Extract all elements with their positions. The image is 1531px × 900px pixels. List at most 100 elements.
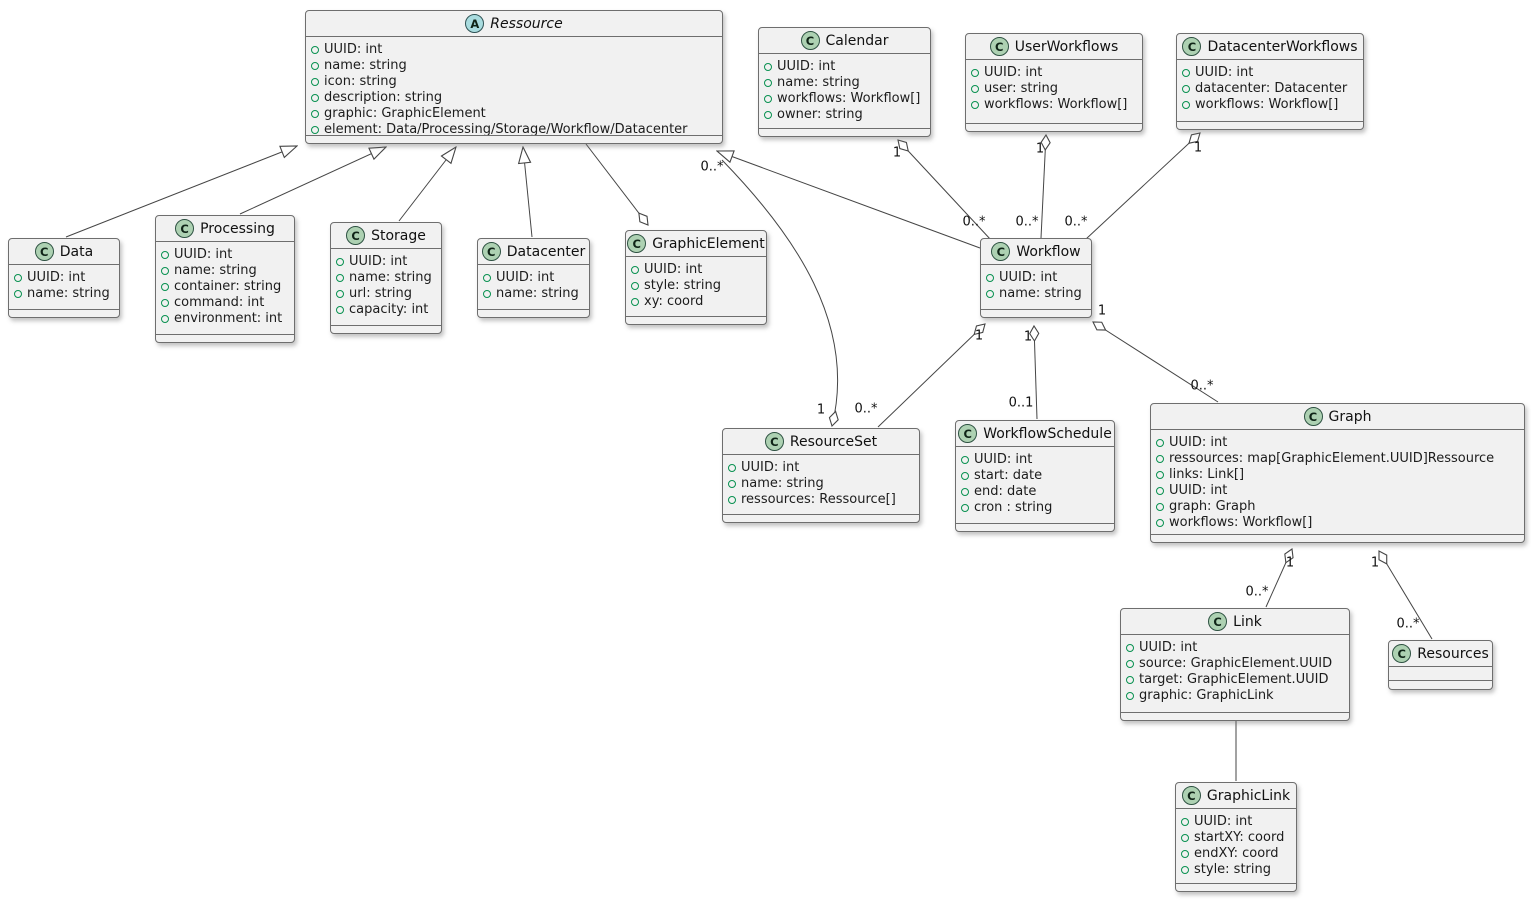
attribute-text: name: string <box>496 286 579 301</box>
field-visibility-icon <box>1126 660 1134 668</box>
class-attribute: icon: string <box>311 74 716 90</box>
edge-workflow-datacenterworkflows-aggregation <box>1085 132 1201 240</box>
class-box-resourceset: C ResourceSet UUID: int name: string res… <box>722 428 920 523</box>
attribute-text: endXY: coord <box>1194 846 1279 861</box>
class-icon: C <box>175 219 195 238</box>
class-name: Datacenter <box>506 243 586 260</box>
field-visibility-icon <box>961 472 969 480</box>
field-visibility-icon <box>631 266 639 274</box>
attribute-text: name: string <box>324 58 407 73</box>
field-visibility-icon <box>1156 519 1164 527</box>
attribute-text: UUID: int <box>324 42 383 57</box>
multiplicity-label: 1 <box>1285 555 1295 571</box>
attribute-text: name: string <box>27 286 110 301</box>
class-icon: C <box>958 424 978 443</box>
class-attribute: workflows: Workflow[] <box>764 91 924 107</box>
attributes-section: UUID: int name: string <box>981 265 1091 309</box>
field-visibility-icon <box>161 315 169 323</box>
field-visibility-icon <box>1126 692 1134 700</box>
class-attribute: container: string <box>161 279 288 295</box>
class-attribute: name: string <box>311 58 716 74</box>
field-visibility-icon <box>1156 503 1164 511</box>
class-name: Resources <box>1417 645 1489 662</box>
class-attribute: UUID: int <box>336 254 435 270</box>
class-icon: C <box>346 226 366 245</box>
attribute-text: cron : string <box>974 500 1053 515</box>
methods-section-empty <box>626 316 766 324</box>
attribute-text: style: string <box>644 278 722 293</box>
class-attribute: UUID: int <box>14 270 113 286</box>
attribute-text: description: string <box>324 90 443 105</box>
class-name: GraphicLink <box>1206 787 1291 804</box>
multiplicity-label: 1 <box>1193 140 1203 156</box>
methods-section-empty <box>1151 534 1524 542</box>
class-box-workflow: C Workflow UUID: int name: string <box>980 238 1092 318</box>
attribute-text: datacenter: Datacenter <box>1195 81 1348 96</box>
attribute-text: source: GraphicElement.UUID <box>1139 656 1333 671</box>
multiplicity-label: 0..1 <box>1008 395 1034 411</box>
attribute-text: container: string <box>174 279 282 294</box>
edge-resourceset-workflow-aggregation <box>877 323 986 428</box>
attribute-text: UUID: int <box>349 254 408 269</box>
field-visibility-icon <box>961 456 969 464</box>
field-visibility-icon <box>161 299 169 307</box>
class-icon: C <box>764 432 784 451</box>
methods-section-empty <box>981 309 1091 317</box>
attribute-text: name: string <box>174 263 257 278</box>
field-visibility-icon <box>728 480 736 488</box>
multiplicity-label: 0..* <box>1245 584 1269 600</box>
class-attribute: source: GraphicElement.UUID <box>1126 656 1343 672</box>
class-attribute: owner: string <box>764 107 924 123</box>
multiplicity-label: 1 <box>816 402 826 418</box>
class-attribute: workflows: Workflow[] <box>1182 97 1357 113</box>
class-name: DatacenterWorkflows <box>1207 38 1358 55</box>
attribute-text: workflows: Workflow[] <box>777 91 921 106</box>
class-attribute: UUID: int <box>728 460 913 476</box>
methods-section-empty <box>478 309 589 317</box>
class-name: Data <box>59 243 94 260</box>
class-icon: C <box>989 37 1009 56</box>
field-visibility-icon <box>311 110 319 118</box>
attribute-text: name: string <box>349 270 432 285</box>
attributes-section: UUID: int user: string workflows: Workfl… <box>966 60 1142 123</box>
field-visibility-icon <box>1156 455 1164 463</box>
attribute-text: links: Link[] <box>1169 467 1245 482</box>
multiplicity-label: 1 <box>974 328 984 344</box>
class-name: Link <box>1233 613 1262 630</box>
class-title: C Link <box>1121 609 1349 635</box>
field-visibility-icon <box>1156 439 1164 447</box>
class-box-calendar: C Calendar UUID: int name: string workfl… <box>758 27 931 137</box>
field-visibility-icon <box>728 496 736 504</box>
class-box-graphiclink: C GraphicLink UUID: int startXY: coord e… <box>1175 782 1297 892</box>
multiplicity-label: 0..* <box>700 159 724 175</box>
class-title: C Storage <box>331 223 441 249</box>
class-attribute: UUID: int <box>483 270 583 286</box>
class-name: Graph <box>1328 408 1372 425</box>
attribute-text: style: string <box>1194 862 1272 877</box>
class-attribute: datacenter: Datacenter <box>1182 81 1357 97</box>
field-visibility-icon <box>161 283 169 291</box>
field-visibility-icon <box>631 298 639 306</box>
class-title: C ResourceSet <box>723 429 919 455</box>
class-name: Workflow <box>1016 243 1081 260</box>
class-attribute: links: Link[] <box>1156 467 1518 483</box>
class-title: C GraphicLink <box>1176 783 1296 809</box>
class-title: C Calendar <box>759 28 930 54</box>
field-visibility-icon <box>1156 471 1164 479</box>
class-attribute: UUID: int <box>1181 814 1290 830</box>
multiplicity-label: 0..* <box>1396 616 1420 632</box>
field-visibility-icon <box>1182 101 1190 109</box>
field-visibility-icon <box>336 306 344 314</box>
attributes-section: UUID: int startXY: coord endXY: coord st… <box>1176 809 1296 883</box>
attribute-text: UUID: int <box>1169 435 1228 450</box>
attribute-text: startXY: coord <box>1194 830 1285 845</box>
field-visibility-icon <box>971 69 979 77</box>
field-visibility-icon <box>764 95 772 103</box>
class-box-workflowschedule: C WorkflowSchedule UUID: int start: date… <box>955 420 1115 532</box>
class-title: C Graph <box>1151 404 1524 430</box>
class-attribute: start: date <box>961 468 1108 484</box>
class-attribute: UUID: int <box>1156 435 1518 451</box>
attributes-section: UUID: int name: string <box>9 265 119 309</box>
attribute-text: workflows: Workflow[] <box>1195 97 1339 112</box>
